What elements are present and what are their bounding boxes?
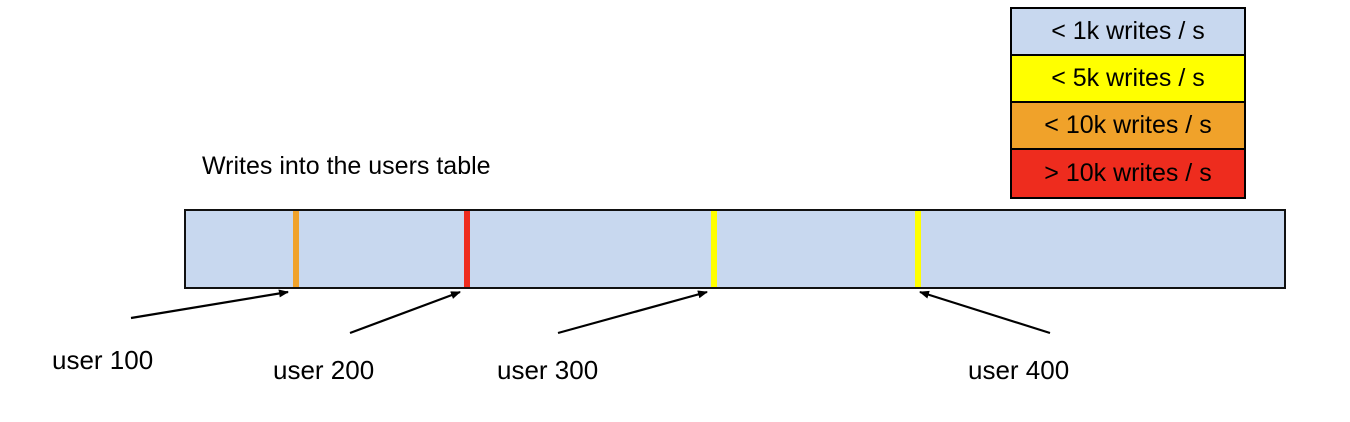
legend-label-under-10k: < 10k writes / s xyxy=(1044,111,1212,139)
legend-label-under-1k: < 1k writes / s xyxy=(1051,17,1205,45)
user-300-arrow xyxy=(557,290,708,335)
users-table-bar xyxy=(184,209,1286,289)
user-400-arrow xyxy=(919,290,1051,335)
user-300-marker xyxy=(711,211,717,287)
user-300-label: user 300 xyxy=(497,355,599,385)
user-200-label: user 200 xyxy=(273,355,375,385)
legend-row-under-1k: < 1k writes / s xyxy=(1012,9,1244,56)
user-200-arrow xyxy=(349,290,461,335)
user-400-marker xyxy=(915,211,921,287)
chart-caption: Writes into the users table xyxy=(202,152,491,180)
legend-label-over-10k: > 10k writes / s xyxy=(1044,159,1212,187)
legend-row-under-10k: < 10k writes / s xyxy=(1012,103,1244,150)
legend: < 1k writes / s < 5k writes / s < 10k wr… xyxy=(1010,7,1246,199)
legend-row-over-10k: > 10k writes / s xyxy=(1012,150,1244,197)
legend-label-under-5k: < 5k writes / s xyxy=(1051,64,1205,92)
user-100-label: user 100 xyxy=(52,345,154,375)
user-100-marker xyxy=(293,211,299,287)
user-400-label: user 400 xyxy=(968,355,1070,385)
legend-row-under-5k: < 5k writes / s xyxy=(1012,56,1244,103)
user-100-arrow xyxy=(130,289,289,320)
user-200-marker xyxy=(464,211,470,287)
